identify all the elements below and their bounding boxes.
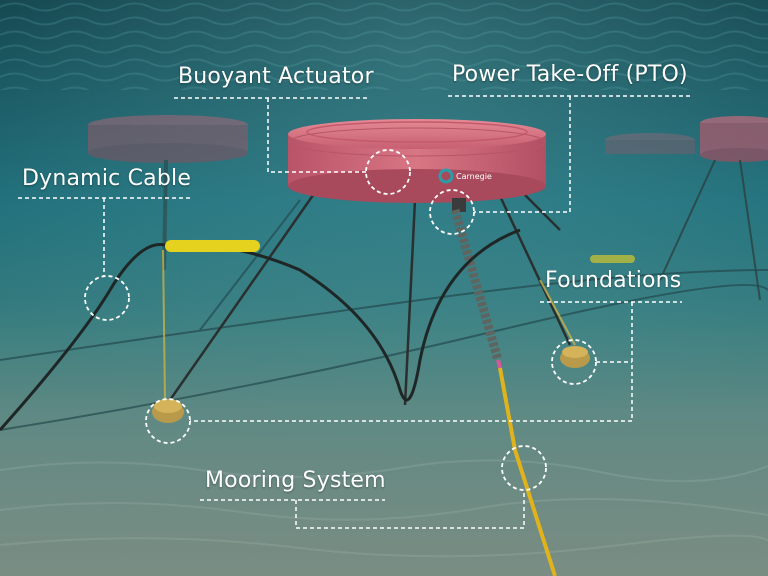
callout-circle-pto bbox=[429, 189, 475, 235]
pto-unit bbox=[450, 198, 503, 369]
background-cables bbox=[0, 199, 768, 431]
foundation-right bbox=[560, 346, 590, 368]
callout-lines bbox=[18, 95, 690, 529]
callout-circle-actuator bbox=[365, 149, 411, 195]
label-power-take-off: Power Take-Off (PTO) bbox=[452, 62, 688, 87]
buoyant-actuator-body: Carnegie bbox=[288, 119, 546, 203]
cable-float bbox=[165, 240, 260, 252]
buoy-legs bbox=[168, 187, 572, 406]
callout-circle-mooring bbox=[501, 445, 547, 491]
callout-circle-foundation-left bbox=[145, 398, 191, 444]
background-buoy-center-right bbox=[605, 133, 695, 154]
label-buoyant-actuator: Buoyant Actuator bbox=[178, 64, 374, 89]
seabed bbox=[0, 300, 768, 576]
background-buoy-right bbox=[659, 116, 768, 301]
foundation-line-left bbox=[162, 249, 166, 401]
cable-float-far bbox=[590, 255, 635, 263]
callout-circle-foundation-right bbox=[551, 339, 597, 385]
label-foundations: Foundations bbox=[545, 268, 682, 293]
buoy-logo-text: Carnegie bbox=[456, 172, 492, 181]
callout-circles bbox=[84, 149, 597, 491]
background-buoy-left bbox=[88, 115, 248, 271]
dynamic-cable bbox=[0, 228, 521, 431]
callout-circle-cable bbox=[84, 275, 130, 321]
label-dynamic-cable: Dynamic Cable bbox=[22, 166, 192, 191]
foundation-line-right bbox=[539, 279, 576, 346]
foundation-left bbox=[152, 399, 184, 423]
mooring-line bbox=[498, 367, 557, 576]
label-mooring-system: Mooring System bbox=[205, 468, 386, 493]
seabed-texture bbox=[0, 459, 768, 558]
